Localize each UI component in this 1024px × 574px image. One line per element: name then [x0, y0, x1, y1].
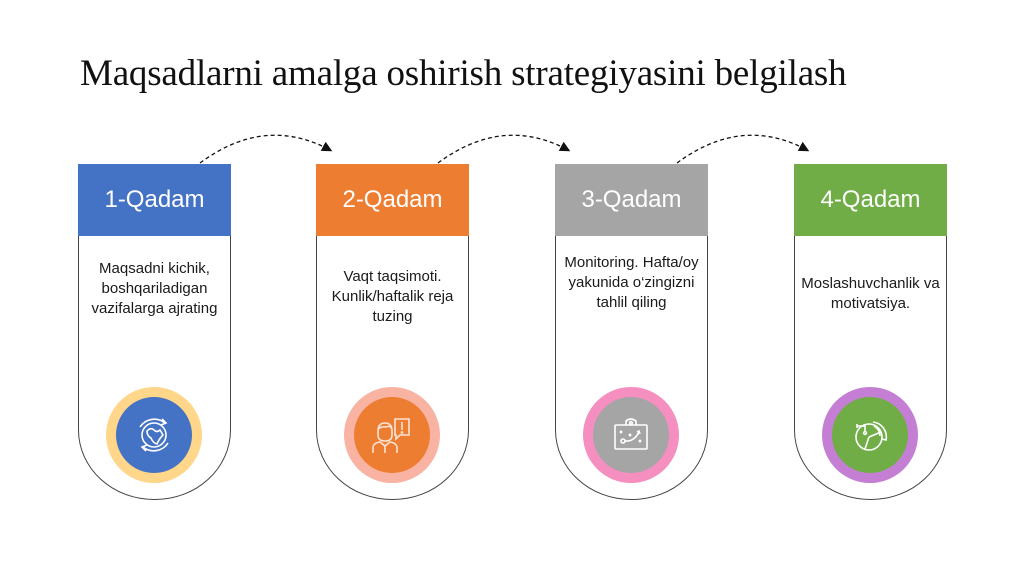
step-description: Moslashuvchanlik va motivatsiya.: [801, 275, 940, 312]
icon-ring: [344, 387, 440, 483]
icon-disc: [593, 397, 669, 473]
step-card-3: 3-Qadam Monitoring. Hafta/oy yakunida o‘…: [555, 164, 708, 500]
globe-refresh-icon: [139, 418, 169, 452]
radar-chart-icon: [855, 421, 888, 451]
step-description: Monitoring. Hafta/oy yakunida o‘zingizni…: [564, 254, 699, 311]
icon-ring: [822, 387, 918, 483]
step-description: Maqsadni kichik, boshqariladigan vazifal…: [91, 260, 218, 317]
arrow-step3-to-step4: [676, 134, 810, 164]
person-alert-icon: [372, 418, 410, 453]
step-card-2: 2-Qadam Vaqt taqsimoti. Kunlik/haftalik …: [316, 164, 469, 500]
step-card-4: 4-Qadam Moslashuvchanlik va motivatsiya.: [794, 164, 947, 500]
step-header: 1-Qadam: [78, 164, 231, 236]
arrow-step2-to-step3: [437, 134, 571, 164]
step-header: 2-Qadam: [316, 164, 469, 236]
step-description: Vaqt taqsimoti. Kunlik/haftalik reja tuz…: [331, 268, 454, 325]
strategy-board-icon: [614, 418, 648, 450]
step-header: 3-Qadam: [555, 164, 708, 236]
icon-disc: [832, 397, 908, 473]
icon-ring: [106, 387, 202, 483]
step-header: 4-Qadam: [794, 164, 947, 236]
slide-title: Maqsadlarni amalga oshirish strategiyasi…: [80, 53, 847, 94]
icon-ring: [583, 387, 679, 483]
arrow-step1-to-step2: [199, 134, 333, 164]
step-card-1: 1-Qadam Maqsadni kichik, boshqariladigan…: [78, 164, 231, 500]
icon-disc: [354, 397, 430, 473]
icon-disc: [116, 397, 192, 473]
